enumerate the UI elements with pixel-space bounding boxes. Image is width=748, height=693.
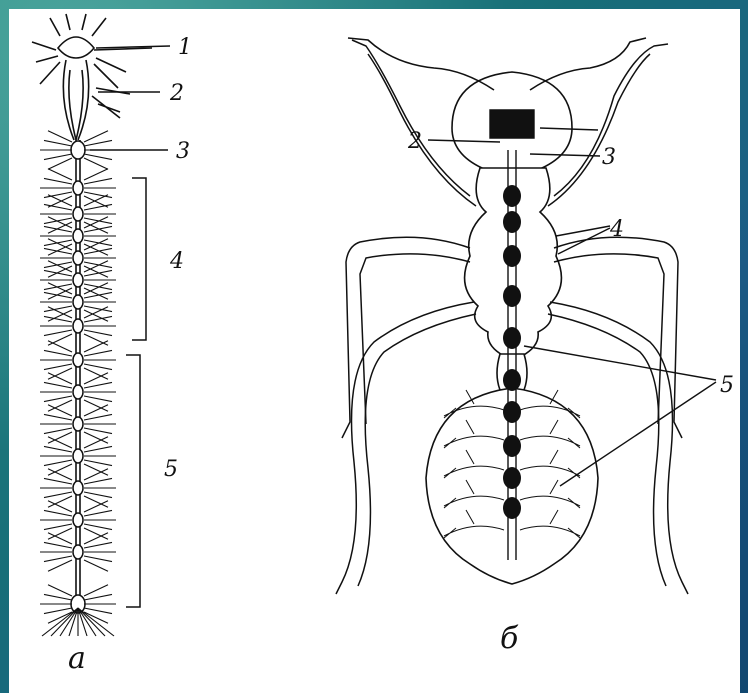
ganglion-b <box>503 245 521 267</box>
ganglion-a <box>40 373 116 411</box>
ganglion-b <box>503 185 521 207</box>
ganglion-b <box>503 497 521 519</box>
ganglion-a <box>40 469 116 507</box>
caption-a: а <box>68 641 86 676</box>
ganglion-a <box>40 169 116 207</box>
panel-a-ganglia <box>40 131 116 636</box>
label-b-5: 5 <box>720 373 734 398</box>
label-b-3: 3 <box>602 145 616 170</box>
ganglion-a <box>40 405 116 443</box>
ganglion-b <box>503 285 521 307</box>
ganglion-b <box>503 401 521 423</box>
ganglion-a <box>40 307 116 345</box>
label-b-2: 2 <box>407 129 422 154</box>
ganglion-a <box>40 437 116 475</box>
label-a-4: 4 <box>169 249 184 274</box>
ganglion-a <box>40 501 116 539</box>
label-a-1: 1 <box>178 35 192 60</box>
ganglion-b <box>503 369 521 391</box>
label-a-3: 3 <box>176 139 190 164</box>
figure-labels: 1 2 3 4 5 а 2 3 4 5 б <box>68 35 734 676</box>
ganglion-a <box>40 533 116 571</box>
label-b-4: 4 <box>609 217 624 242</box>
label-a-5: 5 <box>164 457 178 482</box>
ganglion-b <box>503 327 521 349</box>
ganglion-b <box>503 435 521 457</box>
label-a-2: 2 <box>169 81 184 106</box>
ganglion-b <box>503 211 521 233</box>
ganglion-b <box>503 467 521 489</box>
ganglion-a <box>40 341 116 379</box>
caption-b: б <box>500 621 519 656</box>
